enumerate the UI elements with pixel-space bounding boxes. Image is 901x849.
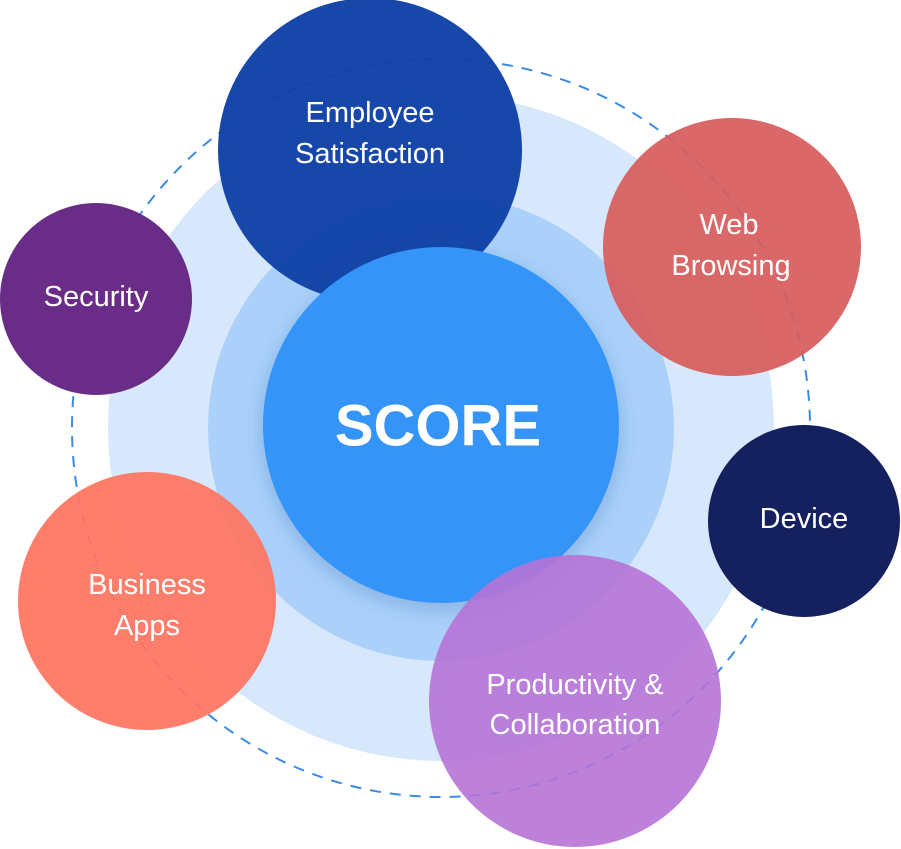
score-label: SCORE [335, 394, 541, 459]
business-apps-label-line2: Apps [114, 610, 180, 642]
employee-satisfaction-label-line1: Employee [306, 97, 435, 129]
productivity-collaboration-label-line1: Productivity & [486, 669, 663, 701]
factor-productivity-collaboration: Productivity & Collaboration [429, 555, 721, 847]
productivity-collaboration-circle [429, 555, 721, 847]
device-circle [708, 425, 900, 617]
factor-web-browsing: Web Browsing [603, 118, 861, 376]
factor-security: Security [0, 203, 192, 395]
web-browsing-circle [603, 118, 861, 376]
employee-satisfaction-label-line2: Satisfaction [295, 138, 445, 170]
web-browsing-label-line1: Web [699, 209, 758, 241]
business-apps-circle [18, 472, 276, 730]
security-label: Security [44, 281, 149, 313]
factor-device: Device [708, 425, 900, 617]
web-browsing-label-line2: Browsing [671, 250, 790, 282]
business-apps-label-line1: Business [88, 569, 206, 601]
score-circle [263, 247, 619, 603]
security-circle [0, 203, 192, 395]
employee-satisfaction-circle [218, 0, 522, 302]
center-score: SCORE [263, 247, 619, 603]
factor-employee-satisfaction: Employee Satisfaction [218, 0, 522, 302]
productivity-collaboration-label-line2: Collaboration [490, 709, 661, 741]
device-label: Device [760, 503, 849, 535]
factor-business-apps: Business Apps [18, 472, 276, 730]
